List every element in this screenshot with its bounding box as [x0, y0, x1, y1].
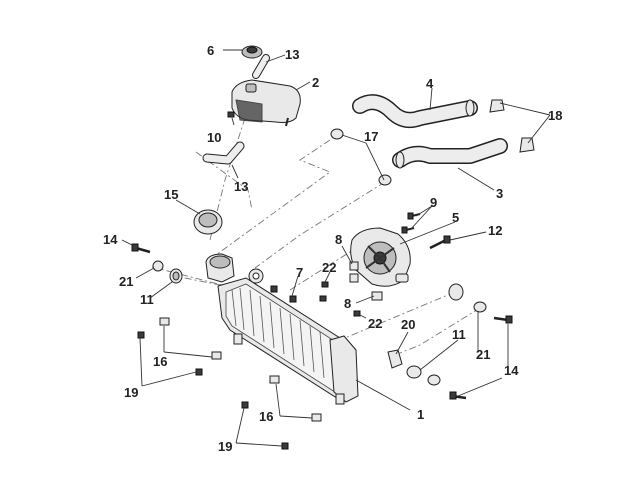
callout-7: 7: [296, 265, 303, 280]
callout-14-left: 14: [103, 232, 118, 247]
callout-14-right: 14: [504, 363, 519, 378]
callout-19-left: 19: [124, 385, 138, 400]
reservoir-screw: [227, 111, 235, 118]
callout-18: 18: [548, 108, 562, 123]
radiator-bolts-right: [449, 315, 513, 400]
cooling-fan: [350, 227, 411, 287]
callout-21-left: 21: [119, 274, 133, 289]
fan-screws: [401, 212, 421, 234]
callout-15: 15: [164, 187, 178, 202]
upper-coolant-hose: [352, 94, 478, 128]
callout-8-top: 8: [335, 232, 342, 247]
radiator-fins: [231, 287, 335, 385]
callout-12: 12: [488, 223, 502, 238]
reservoir-cap: [241, 45, 263, 59]
radiator-bolt-left: [131, 243, 151, 254]
callout-19-right: 19: [218, 439, 232, 454]
callout-22-top: 22: [322, 260, 336, 275]
lower-coolant-hose: [392, 138, 508, 169]
callout-20: 20: [401, 317, 415, 332]
bracket: [387, 349, 403, 369]
callout-2: 2: [312, 75, 319, 90]
callout-8-bottom: 8: [344, 296, 351, 311]
bush-right: [427, 301, 487, 386]
radiator-cap: [193, 209, 223, 235]
fan-nuts: [349, 261, 383, 301]
callout-3: 3: [496, 186, 503, 201]
callout-5: 5: [452, 210, 459, 225]
long-bolt: [429, 235, 451, 250]
callout-9: 9: [430, 195, 437, 210]
expansion-reservoir: [231, 79, 301, 127]
breather-hose-top: [252, 54, 270, 79]
callout-13-bottom: 13: [234, 179, 248, 194]
callout-11-left: 11: [140, 292, 154, 307]
leader-lines: [121, 49, 551, 447]
grommet-left: [169, 268, 183, 284]
breather-hose-lower: [202, 141, 245, 165]
callout-labels: 1 2 3 4 5 6 7 8 8 9 10 11 11 12 13 13 14…: [103, 43, 562, 454]
callout-10: 10: [207, 130, 221, 145]
callout-4: 4: [426, 76, 434, 91]
bush-left: [152, 260, 164, 272]
callout-11-right: 11: [452, 327, 466, 342]
grommets-right: [406, 283, 464, 379]
radiator: [205, 253, 359, 405]
hose-clamps: [330, 128, 392, 186]
callout-17: 17: [364, 129, 378, 144]
callout-1: 1: [417, 407, 424, 422]
radiator-screws: [270, 285, 297, 303]
callout-16-right: 16: [259, 409, 273, 424]
callout-16-left: 16: [153, 354, 167, 369]
clips-upper: [319, 281, 361, 317]
callout-13-top: 13: [285, 47, 299, 62]
mounting-clips: [159, 317, 322, 422]
callout-21-right: 21: [476, 347, 490, 362]
callout-6: 6: [207, 43, 214, 58]
callout-22-bottom: 22: [368, 316, 382, 331]
